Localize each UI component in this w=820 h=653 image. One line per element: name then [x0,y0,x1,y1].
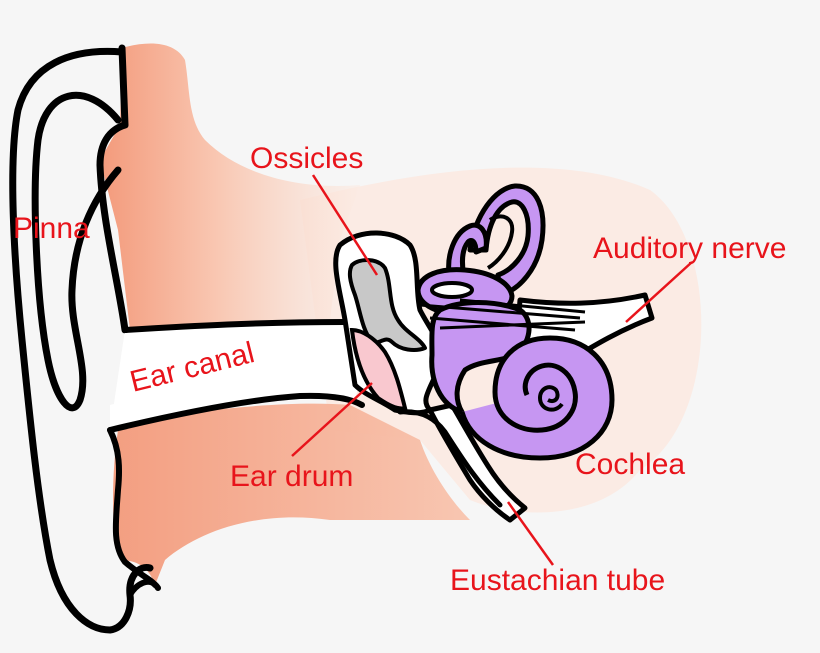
nerve-fibres [419,298,586,332]
pointer-auditory-nerve [625,261,693,323]
ear-canal-lower-wall [107,392,365,433]
earlobe-outline [107,427,158,588]
cochlea-shape [459,335,615,461]
label-pinna: Pinna [13,212,90,245]
pinna-tragus-edge [96,44,129,334]
label-ossicles: Ossicles [250,142,363,175]
ear-canal-upper-wall [122,319,348,333]
label-cochlea: Cochlea [575,448,685,481]
semicircular-canal-horizontal-hole [430,281,474,299]
cochlea-spiral-line [537,385,564,412]
label-ear-drum: Ear drum [230,460,353,493]
label-eustachian-tube: Eustachian tube [450,564,665,597]
pointer-eustachian-tube [506,501,555,566]
pinna-helix [9,47,154,634]
ear-drum-shape [349,327,408,411]
pointer-ossicles [311,174,379,276]
ear-canal-tube [110,320,360,430]
concha-bottom-outline [127,578,161,598]
eustachian-tube-inner-wall [397,409,503,508]
eustachian-tube-shape [427,402,528,523]
pointer-ear-drum [291,382,373,457]
label-auditory-nerve: Auditory nerve [593,232,786,265]
lower-skin-tissue [113,403,470,585]
upper-skin-tissue [100,43,360,331]
pinna-antihelix [31,91,122,412]
semicircular-canal-inner [486,214,515,270]
vestibule-shape [429,300,532,415]
ossicles-shape [347,258,427,352]
